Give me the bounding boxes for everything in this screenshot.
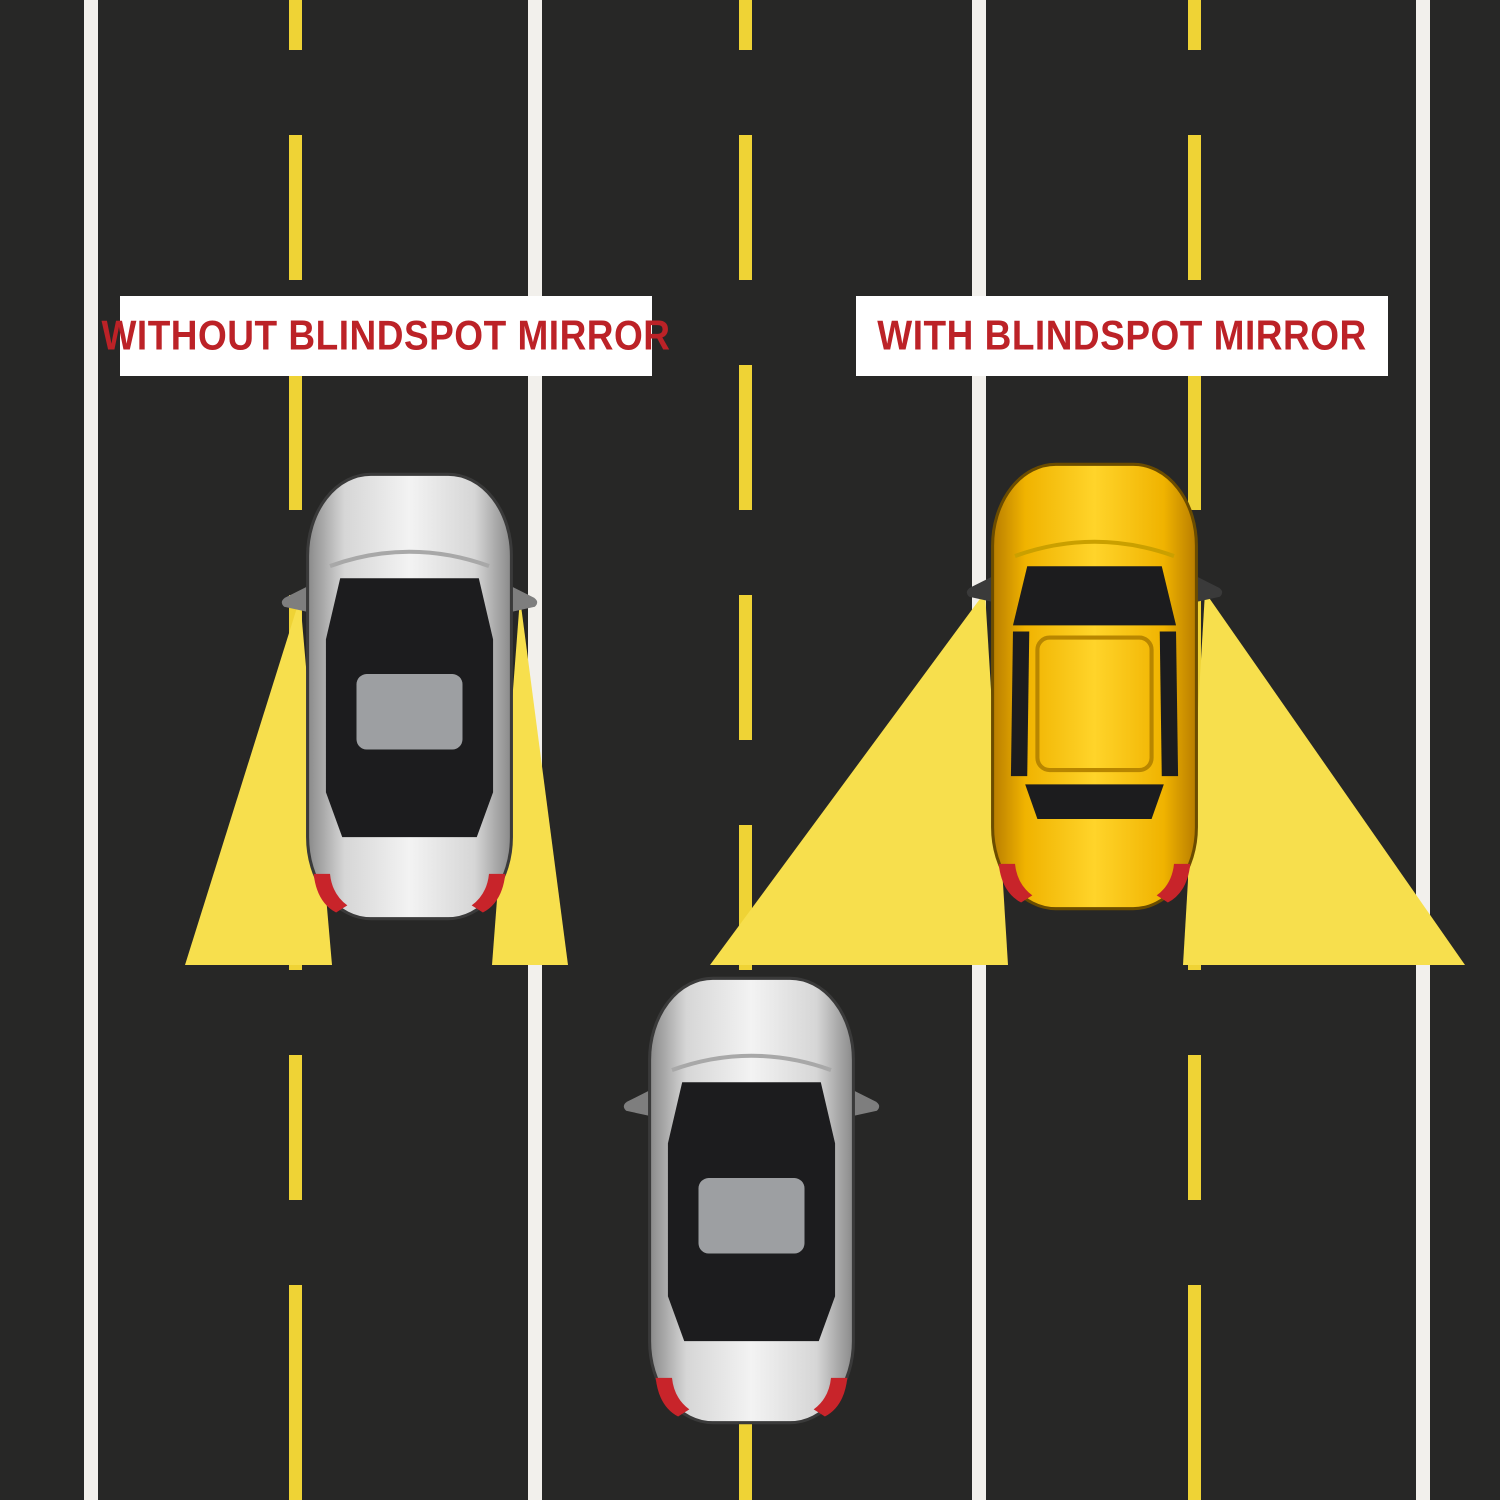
wide-blindspot-cone-left — [710, 592, 1008, 965]
taillight-right — [813, 1377, 848, 1417]
rear-window — [1025, 784, 1164, 819]
side-mirror-right — [511, 586, 538, 612]
side-window-left — [1010, 631, 1030, 777]
side-window-right — [1159, 631, 1179, 777]
narrow-blindspot-cone-right — [492, 598, 568, 965]
taillight-left — [313, 873, 348, 913]
windshield — [1012, 566, 1177, 626]
sunroof — [698, 1178, 805, 1254]
narrow-blindspot-cone-left — [185, 598, 332, 965]
yellow-car-with-mirror — [962, 458, 1227, 917]
label-banner-with-mirror: WITH BLINDSPOT MIRROR — [856, 296, 1388, 376]
silver-car-in-blindspot — [619, 972, 884, 1431]
lane-divider-line — [84, 0, 98, 1500]
wide-blindspot-cone-right — [1183, 592, 1465, 965]
side-mirror-left — [623, 1090, 650, 1116]
side-mirror-right — [1196, 576, 1223, 602]
banner-text-without: WITHOUT BLINDSPOT MIRROR — [101, 312, 671, 359]
taillight-right — [471, 873, 506, 913]
lane-divider-line — [1416, 0, 1430, 1500]
label-banner-without-mirror: WITHOUT BLINDSPOT MIRROR — [102, 296, 670, 376]
side-mirror-left — [966, 576, 993, 602]
taillight-left — [655, 1377, 690, 1417]
taillight-left — [998, 863, 1033, 903]
hood-line — [329, 549, 490, 568]
taillight-right — [1156, 863, 1191, 903]
side-mirror-right — [853, 1090, 880, 1116]
side-mirror-left — [281, 586, 308, 612]
sunroof — [356, 674, 463, 750]
roof-panel — [1035, 635, 1154, 773]
banner-text-with: WITH BLINDSPOT MIRROR — [877, 312, 1367, 359]
hood-line — [671, 1053, 832, 1072]
hood-line — [1014, 539, 1175, 558]
silver-car-without-mirror — [277, 468, 542, 927]
